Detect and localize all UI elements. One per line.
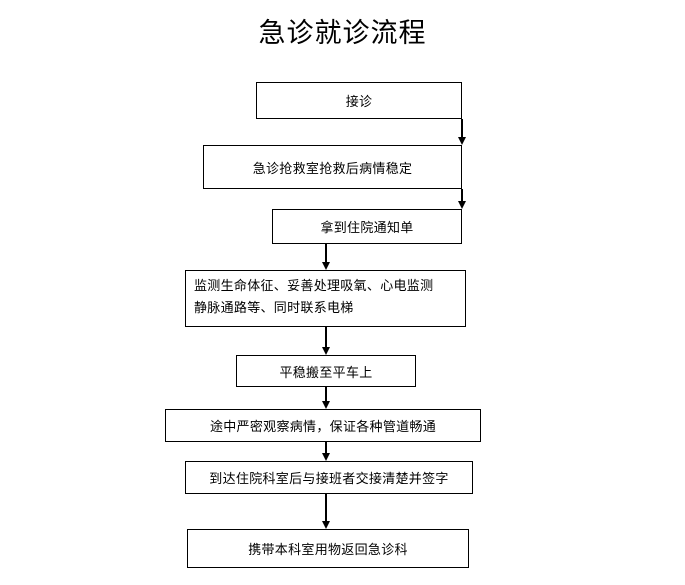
flowchart-arrow-n5-to-n6	[322, 387, 330, 409]
arrow-shaft	[325, 327, 327, 348]
arrow-head-icon	[322, 453, 330, 461]
flowchart-arrow-n1-to-n2	[458, 119, 466, 145]
arrow-shaft	[325, 442, 327, 454]
flowchart-node-n2: 急诊抢救室抢救后病情稳定	[203, 145, 462, 189]
arrow-shaft	[461, 189, 463, 202]
flowchart-arrow-n2-to-n3	[458, 189, 466, 209]
arrow-head-icon	[458, 201, 466, 209]
flowchart-node-n5: 平稳搬至平车上	[236, 355, 416, 387]
arrow-head-icon	[322, 347, 330, 355]
flowchart-node-label: 接诊	[345, 95, 373, 110]
flowchart-node-n3: 拿到住院通知单	[272, 209, 462, 244]
arrow-head-icon	[322, 521, 330, 529]
arrow-shaft	[325, 494, 327, 522]
flowchart-node-n8: 携带本科室用物返回急诊科	[187, 529, 469, 568]
flowchart-node-n6: 途中严密观察病情，保证各种管道畅通	[165, 409, 481, 442]
flowchart-arrow-n6-to-n7	[322, 442, 330, 461]
flowchart-node-label: 平稳搬至平车上	[279, 365, 373, 381]
flowchart-arrow-n3-to-n4	[322, 244, 330, 270]
page-title: 急诊就诊流程	[258, 18, 427, 49]
flowchart-node-label: 携带本科室用物返回急诊科	[248, 543, 408, 558]
flowchart-node-n4: 监测生命体征、妥善处理吸氧、心电监测 静脉通路等、同时联系电梯	[185, 270, 466, 327]
arrow-shaft	[325, 387, 327, 402]
flowchart-node-label: 急诊抢救室抢救后病情稳定	[252, 161, 413, 177]
flowchart-node-n1: 接诊	[256, 82, 462, 119]
arrow-head-icon	[458, 137, 466, 145]
flowchart-node-label: 拿到住院通知单	[320, 221, 414, 236]
flowchart-arrow-n7-to-n8	[322, 494, 330, 529]
arrow-shaft	[461, 119, 463, 138]
flowchart-node-n7: 到达住院科室后与接班者交接清楚并签字	[185, 461, 473, 494]
flowchart-node-label: 监测生命体征、妥善处理吸氧、心电监测 静脉通路等、同时联系电梯	[194, 279, 434, 316]
arrow-head-icon	[322, 262, 330, 270]
arrow-shaft	[325, 244, 327, 263]
flowchart-node-label: 到达住院科室后与接班者交接清楚并签字	[209, 472, 449, 487]
flowchart-arrow-n4-to-n5	[322, 327, 330, 355]
flowchart-node-label: 途中严密观察病情，保证各种管道畅通	[209, 420, 437, 435]
arrow-head-icon	[322, 401, 330, 409]
